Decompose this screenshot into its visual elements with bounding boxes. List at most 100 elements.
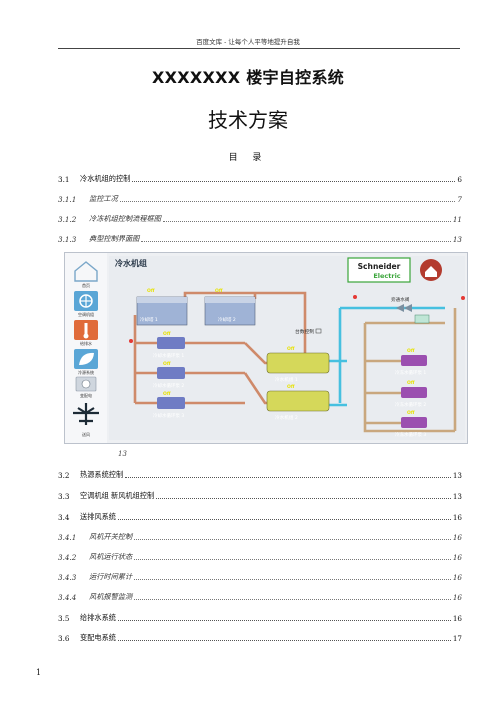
- document-title: XXXXXXX 楼宇自控系统: [151, 68, 345, 87]
- sidebar-label: 首页: [82, 282, 90, 288]
- toc-entry[interactable]: 3.1.2 冷冻机组控制流程框图 11: [58, 212, 462, 224]
- toc-leader: [156, 498, 451, 499]
- bypass-pipes: [363, 308, 457, 433]
- toc-heading: 目 录: [228, 153, 268, 163]
- toc-entry[interactable]: 3.6 变配电系统 17: [58, 631, 462, 643]
- toc-page: 16: [452, 614, 462, 623]
- page-number: 1: [36, 668, 42, 677]
- toc-entry[interactable]: 3.4 送排风系统 16: [58, 510, 462, 522]
- toc-title: 空调机组 新风机组控制: [80, 491, 155, 500]
- control-label: 台数控制: [295, 328, 314, 335]
- toc-entry[interactable]: 3.4.4 风机报警监测 16: [58, 590, 462, 602]
- toc-number: 3.5: [58, 614, 70, 623]
- toc-leader: [125, 477, 451, 478]
- toc-title: 典型控制界面图: [89, 234, 140, 243]
- toc-leader: [134, 579, 451, 580]
- toc-page: 13: [452, 471, 462, 480]
- svg-text:Off: Off: [163, 331, 171, 337]
- toc-page: 13: [452, 235, 462, 244]
- toc-title: 冷冻机组控制流程框图: [89, 214, 161, 223]
- toc-number: 3.4.2: [58, 553, 77, 562]
- toc-leader: [119, 201, 456, 202]
- cooling-tower: Off 冷却塔 1: [136, 288, 188, 326]
- thermometer-icon: [74, 320, 98, 340]
- svg-text:冷却水循环泵 3: 冷却水循环泵 3: [153, 412, 184, 419]
- svg-text:冷却塔 1: 冷却塔 1: [140, 316, 158, 323]
- fan-icon: [74, 291, 98, 311]
- svg-text:冷却水循环泵 1: 冷却水循环泵 1: [153, 352, 184, 359]
- svg-text:冷水机组 1: 冷水机组 1: [275, 376, 298, 383]
- svg-text:冷冻水循环泵 1: 冷冻水循环泵 1: [395, 369, 426, 376]
- toc-entry[interactable]: 3.5 给排水系统 16: [58, 611, 462, 623]
- schneider-logo: Schneider Electric: [347, 257, 411, 283]
- chilled-pump: Off 冷冻水循环泵 1: [395, 348, 427, 376]
- svg-text:Off: Off: [407, 380, 415, 386]
- svg-text:Off: Off: [163, 391, 171, 397]
- svg-text:Electric: Electric: [373, 272, 400, 280]
- svg-text:Off: Off: [163, 361, 171, 367]
- toc-entry[interactable]: 3.4.3 运行时间累计 16: [58, 570, 462, 582]
- header-rule: [58, 48, 460, 49]
- bypass-valve: [396, 304, 430, 324]
- toc-title: 送排风系统: [80, 512, 116, 521]
- toc-title: 运行时间累计: [89, 572, 133, 581]
- chilled-pump: Off 冷冻水循环泵 3: [395, 410, 427, 438]
- toc-number: 3.4.3: [58, 573, 77, 582]
- toc-page: 6: [457, 175, 462, 184]
- home-button-icon: [420, 259, 442, 281]
- airplane-icon: [73, 403, 99, 425]
- svg-text:Off: Off: [407, 348, 415, 354]
- svg-text:冷冻水循环泵 3: 冷冻水循环泵 3: [395, 431, 426, 438]
- cooling-pump: Off 冷却水循环泵 3: [153, 391, 185, 419]
- toc-leader: [162, 221, 451, 222]
- svg-text:冷却塔 2: 冷却塔 2: [218, 316, 236, 323]
- toc-number: 3.6: [58, 634, 70, 643]
- meter-icon: [75, 376, 97, 392]
- toc-entry[interactable]: 3.1 冷水机组的控制 6: [58, 172, 462, 184]
- toc-entry[interactable]: 3.2 热源系统控制 13: [58, 468, 462, 480]
- toc-number: 3.2: [58, 471, 70, 480]
- svg-text:Off: Off: [147, 288, 155, 294]
- chiller-unit: Off 冷水机组 2: [266, 384, 330, 421]
- document-subtitle: 技术方案: [208, 108, 288, 132]
- toc-entry[interactable]: 3.4.1 风机开关控制 16: [58, 530, 462, 542]
- svg-text:冷却水循环泵 2: 冷却水循环泵 2: [153, 382, 184, 389]
- toc-leader: [117, 620, 451, 621]
- toc-page: 16: [452, 533, 462, 542]
- cooling-pump: Off 冷却水循环泵 1: [153, 331, 185, 359]
- toc-page: 13: [452, 492, 462, 501]
- toc-title: 风机运行状态: [89, 552, 133, 561]
- toc-title: 监控工况: [89, 194, 118, 203]
- toc-entry[interactable]: 3.4.2 风机运行状态 16: [58, 550, 462, 562]
- svg-text:冷水机组 2: 冷水机组 2: [275, 414, 298, 421]
- toc-title: 风机报警监测: [89, 592, 133, 601]
- toc-number: 3.1.1: [58, 195, 77, 204]
- valve-label: 旁通水阀: [391, 296, 410, 303]
- sidebar-label: 冷源系统: [78, 369, 94, 375]
- toc-page: 16: [452, 593, 462, 602]
- toc-page: 16: [452, 553, 462, 562]
- toc-leader: [117, 519, 451, 520]
- toc-leader: [134, 599, 451, 600]
- sidebar-label: 空调机组: [78, 311, 94, 317]
- sidebar-label: 送风: [82, 431, 90, 437]
- svg-text:Off: Off: [215, 288, 223, 294]
- toc-title: 风机开关控制: [89, 532, 133, 541]
- toc-title: 热源系统控制: [80, 470, 124, 479]
- sidebar-label: 给排水: [80, 340, 92, 346]
- leaf-icon: [74, 349, 98, 369]
- toc-page: 7: [457, 195, 462, 204]
- toc-number: 3.4: [58, 513, 70, 522]
- chiller-unit: Off 冷水机组 1: [266, 346, 330, 383]
- toc-number: 3.4.1: [58, 533, 77, 542]
- chiller-control-hmi-screenshot: 首页 空调机组 给排水 冷源系统 变配电 送风 冷水机组: [64, 252, 468, 444]
- svg-text:Schneider: Schneider: [358, 262, 401, 271]
- toc-entry[interactable]: 3.1.3 典型控制界面图 13: [58, 232, 462, 244]
- figure-caption: 13: [118, 450, 127, 458]
- toc-entry[interactable]: 3.1.1 监控工况 7: [58, 192, 462, 204]
- toc-page: 11: [452, 215, 462, 224]
- svg-text:冷冻水循环泵 2: 冷冻水循环泵 2: [395, 401, 426, 408]
- toc-leader: [132, 181, 456, 182]
- toc-entry[interactable]: 3.3 空调机组 新风机组控制 13: [58, 489, 462, 501]
- toc-leader: [134, 559, 451, 560]
